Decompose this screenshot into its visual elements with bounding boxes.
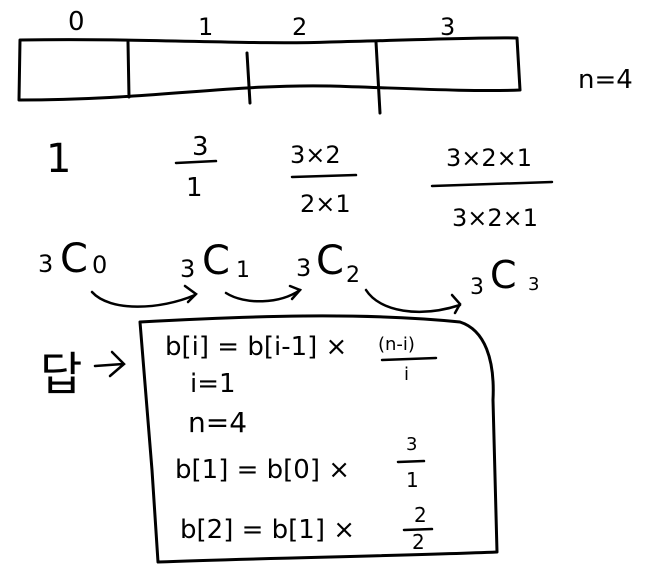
svg-text:3: 3 bbox=[406, 434, 417, 455]
array-index: 0 bbox=[68, 7, 85, 37]
svg-text:3: 3 bbox=[38, 250, 53, 278]
array-divider bbox=[245, 51, 252, 105]
combo-1: 3 C 1 bbox=[180, 238, 250, 284]
value-numerator: 3×2 bbox=[290, 141, 341, 169]
value-numerator: 3 bbox=[192, 132, 209, 162]
arrow bbox=[90, 284, 198, 308]
svg-text:C: C bbox=[490, 253, 517, 297]
formula-line-3: n=4 bbox=[188, 406, 247, 439]
formula-line-1: b[i] = b[i-1] × (n-i) i bbox=[165, 332, 438, 385]
formula-box bbox=[138, 314, 499, 564]
value-numerator: 1 bbox=[46, 136, 71, 182]
fraction-bar bbox=[174, 159, 218, 165]
n-label: n=4 bbox=[578, 65, 633, 95]
value-denominator: 2×1 bbox=[300, 190, 351, 218]
value-denominator: 1 bbox=[186, 173, 203, 203]
svg-text:2: 2 bbox=[414, 503, 427, 527]
array-index: 1 bbox=[198, 13, 213, 41]
arrow bbox=[364, 288, 462, 315]
svg-text:1: 1 bbox=[406, 468, 419, 492]
fraction-bar bbox=[290, 173, 358, 179]
svg-text:0: 0 bbox=[92, 251, 107, 279]
svg-text:b[1] = b[0] ×: b[1] = b[0] × bbox=[175, 455, 350, 485]
value-denominator: 3×2×1 bbox=[452, 204, 538, 232]
svg-text:C: C bbox=[316, 238, 344, 284]
svg-text:3: 3 bbox=[296, 254, 311, 282]
svg-text:3: 3 bbox=[470, 275, 484, 300]
svg-text:b[2] = b[1] ×: b[2] = b[1] × bbox=[180, 515, 355, 545]
formula-line-5: b[2] = b[1] × 2 2 bbox=[180, 503, 434, 554]
side-label: 답 bbox=[40, 347, 82, 401]
svg-text:3: 3 bbox=[528, 274, 539, 295]
combo-0: 3 C 0 bbox=[38, 236, 107, 282]
value-numerator: 3×2×1 bbox=[446, 144, 532, 172]
array-divider bbox=[126, 40, 131, 99]
svg-text:C: C bbox=[60, 236, 88, 282]
combo-3: 3 C 3 bbox=[470, 253, 539, 300]
svg-text:(n-i): (n-i) bbox=[378, 334, 415, 355]
svg-text:2: 2 bbox=[346, 263, 360, 288]
array-box bbox=[17, 36, 522, 115]
formula-line-4: b[1] = b[0] × 3 1 bbox=[175, 434, 426, 492]
array-divider bbox=[374, 40, 382, 115]
array-index: 3 bbox=[440, 13, 455, 41]
svg-text:2: 2 bbox=[412, 530, 425, 554]
array-index: 2 bbox=[292, 13, 307, 41]
combo-2: 3 C 2 bbox=[296, 238, 360, 288]
arrow bbox=[224, 284, 303, 303]
formula-line-2: i=1 bbox=[190, 369, 236, 399]
svg-text:1: 1 bbox=[236, 258, 250, 283]
svg-text:i: i bbox=[404, 364, 409, 385]
svg-text:3: 3 bbox=[180, 255, 195, 283]
fraction-bar bbox=[430, 180, 554, 188]
svg-text:C: C bbox=[202, 238, 230, 284]
side-arrow bbox=[93, 350, 126, 378]
svg-text:b[i] = b[i-1] ×: b[i] = b[i-1] × bbox=[165, 332, 347, 362]
